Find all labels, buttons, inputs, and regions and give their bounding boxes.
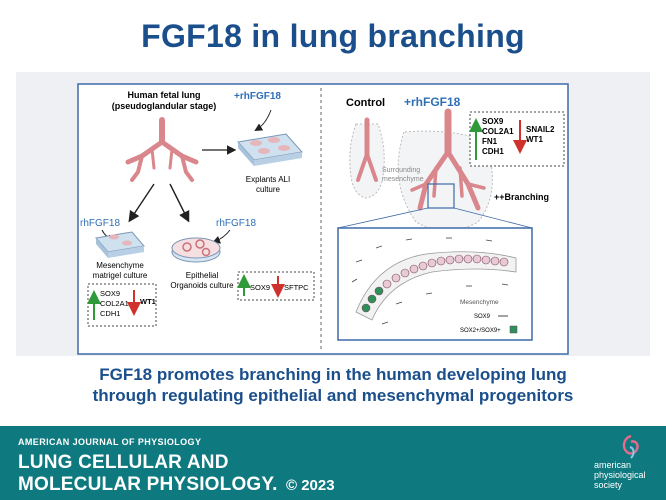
right-up-gene-4: CDH1 (482, 147, 504, 156)
surrounding-line1: Surrounding (382, 167, 420, 174)
epi-down-gene: SFTPC (284, 283, 309, 292)
mes-up-gene-2: COL2A1 (100, 299, 129, 308)
lung-label-line1: Human fetal lung (127, 90, 200, 100)
mesenchyme-culture-plate (95, 231, 145, 258)
epi-up-gene: SOX9 (250, 283, 270, 292)
rhfgf18-right-label: rhFGF18 (216, 218, 256, 229)
fetal-lung-icon (125, 117, 199, 182)
treated-lung-icon (397, 108, 493, 232)
inset-mesenchyme-label: Mesenchyme (460, 299, 499, 306)
aps-logo-icon (622, 434, 639, 459)
society-line1: american (594, 460, 632, 470)
caption-line1: FGF18 promotes branching in the human de… (99, 365, 567, 384)
inset-legend-1: SOX9 (474, 314, 491, 320)
explants-line2: culture (256, 185, 281, 194)
right-down-gene-1: SNAIL2 (526, 125, 555, 134)
explant-culture-plate (237, 133, 303, 166)
zoom-box (427, 183, 455, 209)
control-lung-icon (349, 117, 385, 199)
journal-small-title: AMERICAN JOURNAL OF PHYSIOLOGY (18, 437, 202, 447)
mes-up-gene-1: SOX9 (100, 289, 120, 298)
caption: FGF18 promotes branching in the human de… (0, 364, 666, 406)
right-gene-box (469, 111, 565, 167)
epithelium-inset: Mesenchyme SOX9 SOX2+/SOX9+ (337, 227, 533, 341)
right-up-gene-1: SOX9 (482, 117, 504, 126)
mes-down-gene-1: WT1 (140, 297, 156, 306)
mes-up-gene-3: CDH1 (100, 309, 120, 318)
surrounding-line2: mesenchyme (382, 176, 424, 183)
epithelial-line1: Epithelial (186, 271, 219, 280)
treatment-top-label: +rhFGF18 (234, 91, 281, 102)
control-label: Control (346, 97, 385, 109)
mesenchymal-cells (351, 237, 509, 325)
journal-title-line1: LUNG CELLULAR AND (18, 452, 229, 473)
branching-label: ++Branching (494, 192, 549, 202)
lung-label-line2: (pseudoglandular stage) (112, 101, 217, 111)
society-line3: society (594, 480, 623, 490)
society-line2: physiological (594, 470, 646, 480)
right-up-gene-3: FN1 (482, 137, 498, 146)
epithelial-line2: Organoids culture (170, 281, 234, 290)
mesenchyme-line1: Mesenchyme (96, 261, 144, 270)
bud-cells (361, 254, 509, 313)
caption-line2: through regulating epithelial and mesenc… (92, 386, 574, 405)
journal-title-line2: MOLECULAR PHYSIOLOGY. (18, 474, 278, 495)
rhfgf18-left-label: rhFGF18 (80, 218, 120, 229)
abstract-diagram: Human fetal lung (pseudoglandular stage)… (77, 83, 569, 355)
right-down-gene-2: WT1 (526, 135, 543, 144)
organoid-culture-dish (171, 237, 221, 263)
journal-footer: AMERICAN JOURNAL OF PHYSIOLOGY LUNG CELL… (0, 426, 666, 500)
page-title: FGF18 in lung branching (141, 18, 525, 54)
right-up-gene-2: COL2A1 (482, 127, 514, 136)
graphical-abstract-figure: Human fetal lung (pseudoglandular stage)… (16, 72, 650, 356)
copyright: © 2023 (286, 477, 335, 494)
mesenchyme-line2: matrigel culture (93, 271, 148, 280)
society-name: american physiological society (594, 460, 646, 490)
explants-line1: Explants ALI (246, 175, 290, 184)
right-treatment-label: +rhFGF18 (404, 95, 461, 109)
inset-legend-2: SOX2+/SOX9+ (460, 328, 501, 334)
